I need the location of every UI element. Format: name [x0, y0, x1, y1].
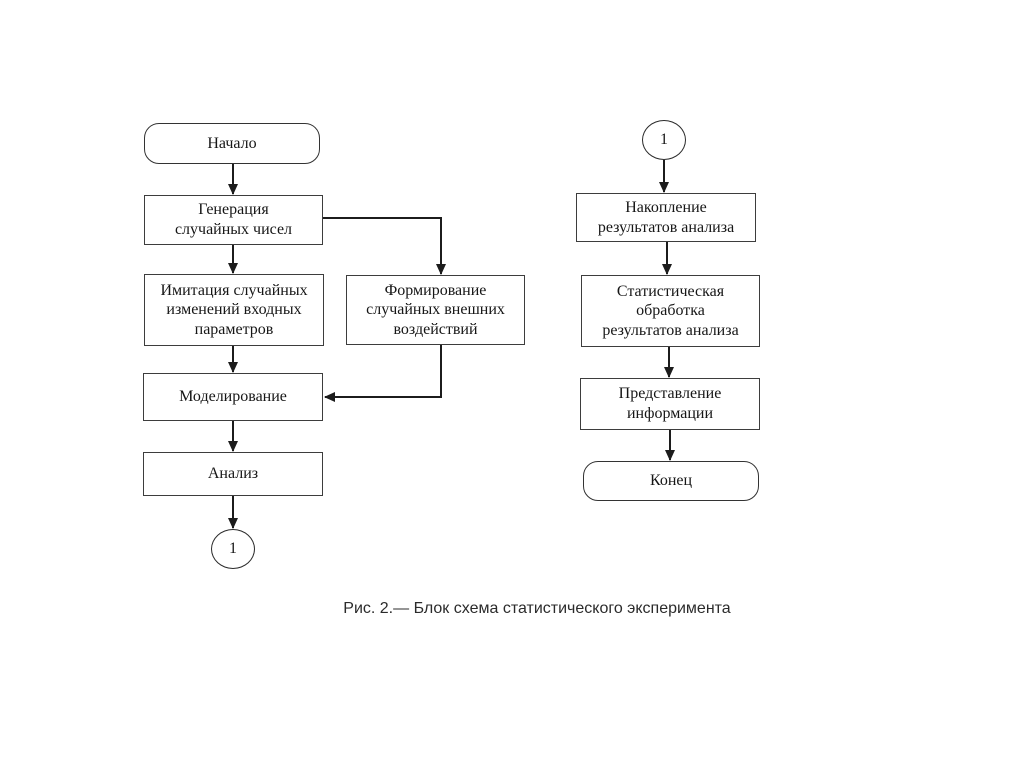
off-page-connector-right: 1 — [642, 120, 686, 160]
node-start-label: Начало — [207, 134, 257, 152]
node-accumulate-label: Накопление результатов анализа — [597, 198, 735, 236]
node-modeling: Моделирование — [143, 373, 323, 421]
node-form-label: Формирование случайных внешних воздейств… — [366, 281, 505, 338]
node-analysis: Анализ — [143, 452, 323, 496]
node-statistical-processing: Статистическая обработка результатов ана… — [581, 275, 760, 347]
off-page-connector-left: 1 — [211, 529, 255, 569]
node-imitate-label: Имитация случайных изменений входных пар… — [160, 281, 308, 338]
node-end: Конец — [583, 461, 759, 501]
node-form-external-influences: Формирование случайных внешних воздейств… — [346, 275, 525, 345]
off-page-connector-right-label: 1 — [660, 131, 668, 149]
node-imitate-input-changes: Имитация случайных изменений входных пар… — [144, 274, 324, 346]
edge-form-model — [324, 345, 442, 402]
node-present-information: Представление информации — [580, 378, 760, 430]
node-generate-random-numbers: Генерация случайных чисел — [144, 195, 323, 245]
node-start: Начало — [144, 123, 320, 164]
off-page-connector-left-label: 1 — [229, 540, 237, 558]
node-analysis-label: Анализ — [207, 465, 259, 483]
node-model-label: Моделирование — [179, 388, 287, 406]
node-statistical-label: Статистическая обработка результатов ана… — [602, 282, 739, 339]
figure-caption: Рис. 2.— Блок схема статистического эксп… — [343, 600, 731, 617]
edge-generate-form — [323, 217, 446, 275]
node-accumulate-results: Накопление результатов анализа — [576, 193, 756, 242]
node-generate-label: Генерация случайных чисел — [174, 201, 293, 238]
node-end-label: Конец — [649, 472, 693, 490]
node-present-label: Представление информации — [618, 385, 722, 422]
